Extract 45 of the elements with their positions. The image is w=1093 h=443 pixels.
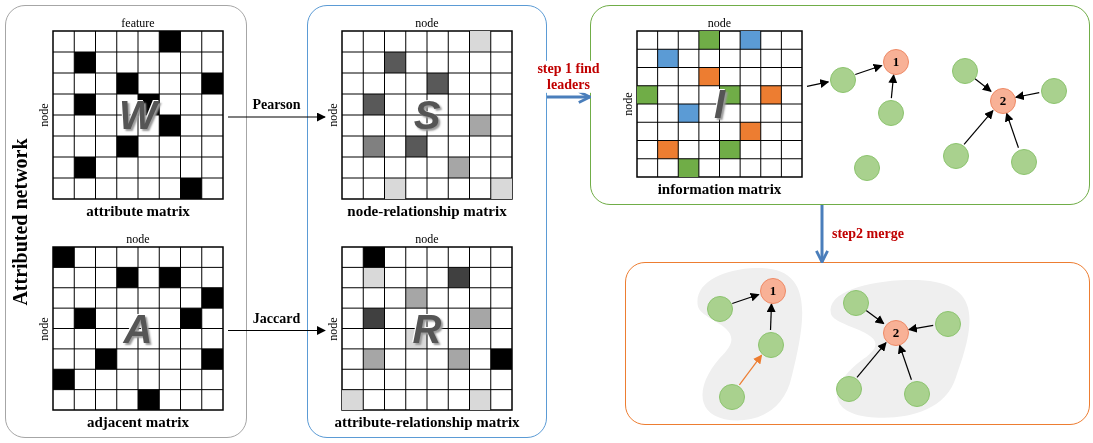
matrix-caption: adjacent matrix [86,415,190,430]
arrow [806,79,830,88]
arrow [856,342,887,378]
matrix-caption: node-relationship matrix [347,204,507,219]
arrow [865,309,885,325]
arrow [227,112,326,122]
numbered-node-circle: 2 [990,88,1016,114]
node-circle [878,100,904,126]
node-circle [1011,149,1037,175]
group-frame [625,262,1090,425]
axis-label: node [415,233,439,245]
arrow [731,292,760,305]
arrow [897,344,913,381]
node-circle [952,58,978,84]
arrow [854,63,883,76]
arrow [888,74,898,99]
matrix-caption: information matrix [657,182,782,197]
matrix-caption: attribute-relationship matrix [334,415,520,430]
group-title: Attributed network [10,137,30,306]
arrow [974,78,992,92]
axis-label: node [38,103,50,127]
axis-label: node [327,316,339,341]
axis-label: node [327,103,339,127]
axis-label: node [38,316,50,341]
arrow [907,323,934,333]
node-circle [1041,78,1067,104]
node-circle [943,143,969,169]
arrow [815,205,829,264]
arrow [1014,91,1040,101]
axis-label: node [622,92,634,116]
arrow [1004,112,1020,149]
axis-label: node [126,233,150,245]
numbered-node-circle: 1 [883,49,909,75]
group-frame [5,5,247,438]
arrow [738,354,763,386]
axis-label: node [415,17,439,29]
matrix-caption: attribute matrix [86,204,190,219]
node-circle [854,155,880,181]
edge-label: step2 merge [830,225,906,242]
axis-label: node [707,17,732,29]
axis-label: feature [121,17,155,29]
arrow [963,109,994,145]
arrow [766,303,776,331]
arrow [227,326,326,335]
node-circle [830,67,856,93]
